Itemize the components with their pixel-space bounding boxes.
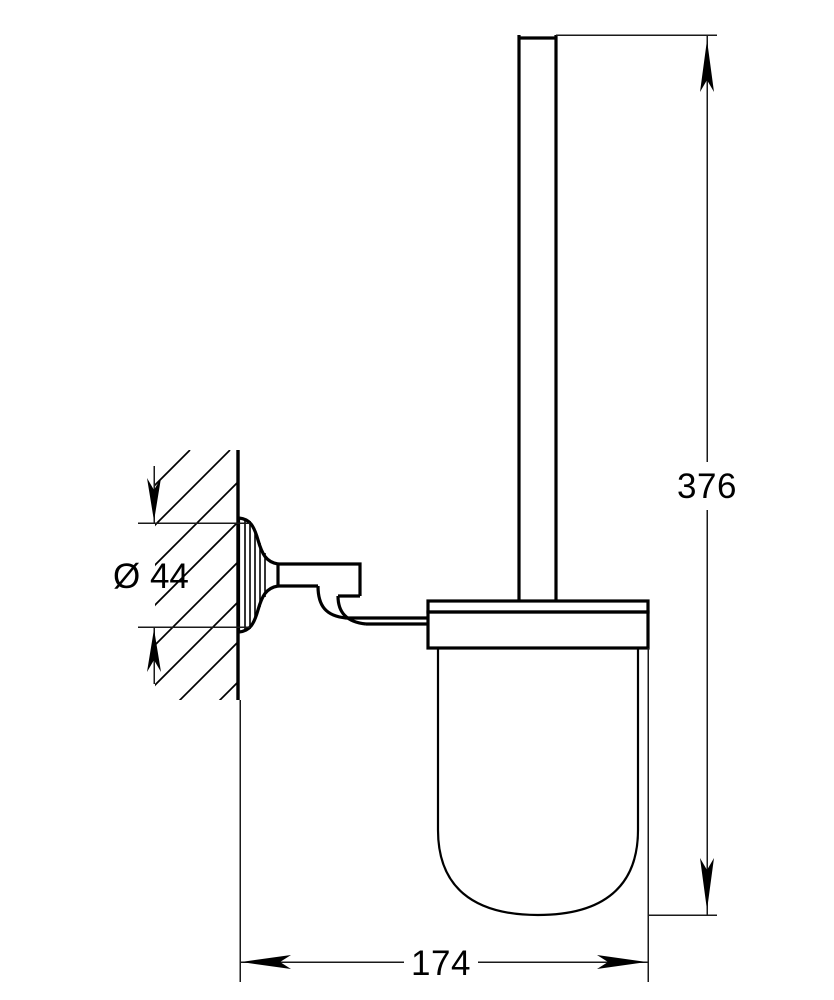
dimension-label-height: 376 (677, 467, 737, 506)
arrow-head-up (700, 40, 714, 92)
arrow-head-dia-up (147, 629, 161, 672)
curved-support-tube (316, 585, 428, 626)
arrow-head-down (700, 858, 714, 910)
dimension-width-174: 174 (239, 648, 649, 983)
arrow-head-left (241, 955, 291, 969)
dimension-label-diameter: Ø 44 (113, 557, 189, 596)
dimension-label-width: 174 (411, 944, 471, 983)
arrow-head-dia-down (147, 478, 161, 521)
mounting-arm (278, 562, 362, 598)
dimension-height-376: 376 (556, 34, 737, 916)
holder-collar (426, 599, 650, 650)
brush-handle (517, 35, 558, 601)
arrow-head-right (597, 955, 647, 969)
dimension-diameter-44: Ø 44 (113, 466, 250, 684)
wall-rosette (237, 516, 280, 634)
wall-hatching (155, 450, 238, 700)
glass-tumbler (436, 648, 640, 917)
